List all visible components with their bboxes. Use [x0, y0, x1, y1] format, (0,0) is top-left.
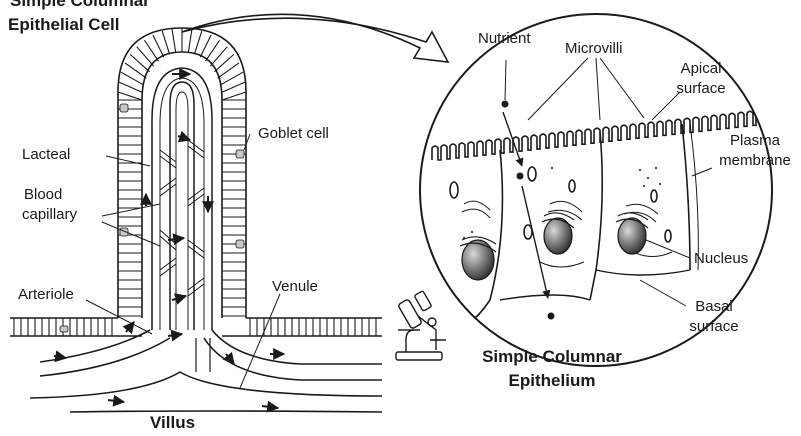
label-lacteal: Lacteal	[22, 146, 70, 164]
label-blood-line2: capillary	[22, 206, 77, 224]
label-basal-line1: Basal	[684, 298, 744, 316]
label-apical-line2: surface	[666, 80, 736, 98]
epithelium-title-line1: Simple Columnar	[452, 346, 652, 367]
epithelium-title-line2: Epithelium	[452, 370, 652, 391]
cell-title-line2: Epithelial Cell	[8, 14, 119, 35]
label-goblet-cell: Goblet cell	[258, 125, 329, 143]
label-apical-line1: Apical	[666, 60, 736, 78]
label-plasma-line1: Plasma	[712, 132, 798, 150]
label-microvilli: Microvilli	[565, 40, 623, 58]
cell-title-line1: Simple Columnar	[10, 0, 150, 11]
label-plasma-line2: membrane	[712, 152, 798, 170]
label-arteriole: Arteriole	[18, 286, 74, 304]
villus-title: Villus	[150, 412, 195, 433]
label-basal-line2: surface	[684, 318, 744, 336]
label-venule: Venule	[272, 278, 318, 296]
label-blood-line1: Blood	[24, 186, 62, 204]
label-nucleus: Nucleus	[694, 250, 748, 268]
label-nutrient: Nutrient	[478, 30, 531, 48]
